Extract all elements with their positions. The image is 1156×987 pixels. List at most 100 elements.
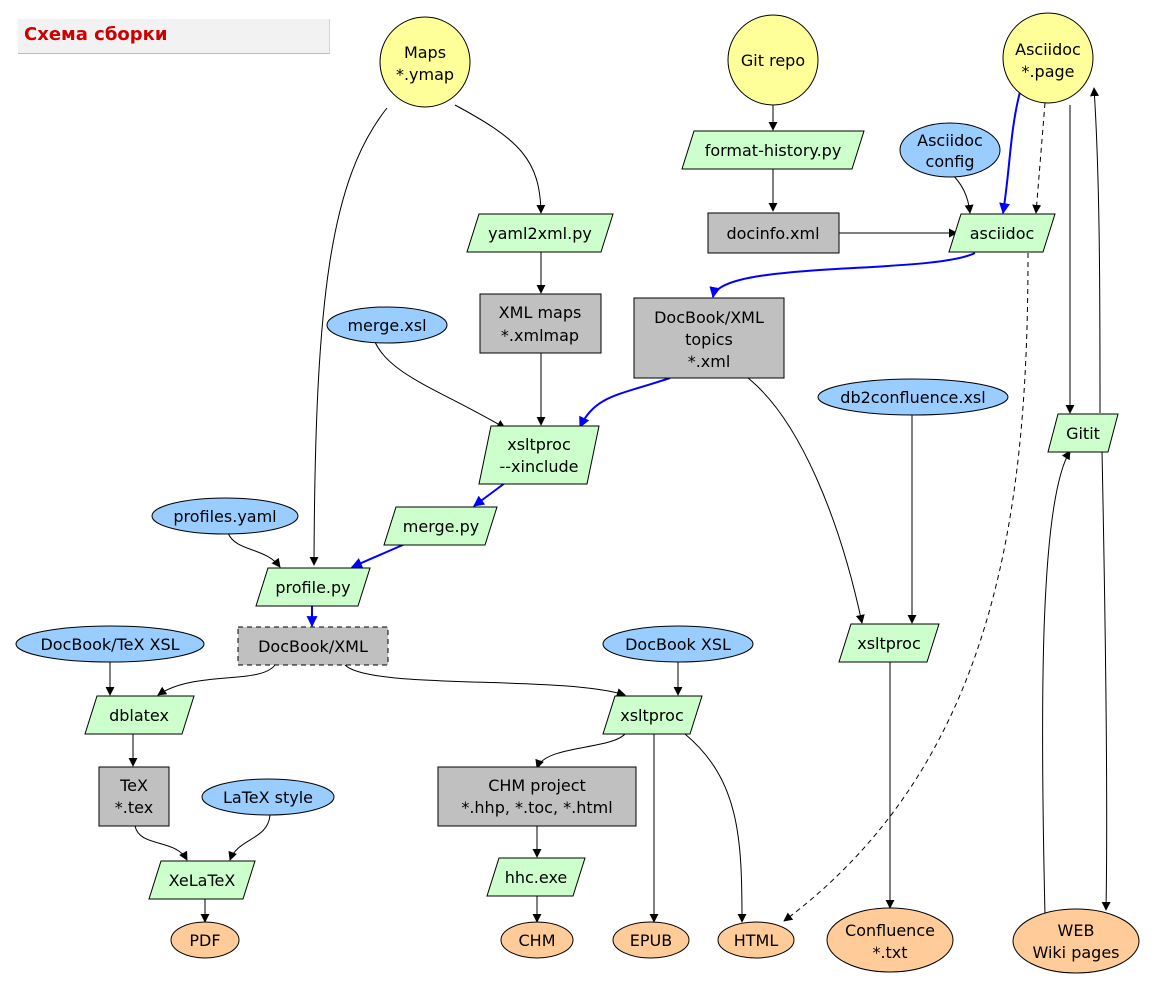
node-xsltproc-html-label: xsltproc [620,706,684,725]
edge-mergexsl-xsltproc [374,341,506,429]
edge-profiles-profile [227,532,281,568]
node-chm-project-line1: CHM project [488,776,586,795]
svg-text:DocBook XSL: DocBook XSL [625,635,731,654]
edge-maps-yaml2xml [454,104,546,214]
node-confluence-line1: Confluence [845,921,935,940]
node-docinfo-label: docinfo.xml [726,224,819,243]
node-asciidoc-page: Asciidoc *.page [1002,12,1094,104]
node-xsltproc-xinclude-line1: xsltproc [507,435,571,454]
node-xml-maps-line2: *.xmlmap [501,326,579,345]
edge-asciidoc-docbook [709,252,976,299]
node-xml-maps-line1: XML maps [499,303,582,322]
node-chm-label: CHM [518,931,555,950]
svg-text:profiles.yaml: profiles.yaml [173,507,276,526]
node-profiles-yaml-label: profiles.yaml [173,507,276,526]
node-tex-line2: *.tex [115,798,153,817]
node-docinfo: docinfo.xml [707,212,840,254]
svg-text:DocBook/TeX XSL: DocBook/TeX XSL [40,635,179,654]
svg-text:--xinclude: --xinclude [500,457,579,476]
node-format-history-label: format-history.py [705,141,842,160]
svg-text:yaml2xml.py: yaml2xml.py [488,224,592,243]
svg-text:xsltproc: xsltproc [857,634,921,653]
node-docbook-tex-xsl-label: DocBook/TeX XSL [40,635,179,654]
node-asciidoc-page-line2: *.page [1021,62,1074,81]
edge-asciidoc-html [783,252,1029,922]
svg-text:format-history.py: format-history.py [705,141,842,160]
node-web: WEB Wiki pages [1012,908,1140,974]
node-html-label: HTML [734,931,779,950]
node-format-history: format-history.py [681,130,865,170]
svg-text:EPUB: EPUB [630,931,672,950]
node-xelatex-label: XeLaTeX [169,871,236,890]
node-hhc-label: hhc.exe [505,868,568,887]
node-git-repo-label: Git repo [741,51,805,70]
node-merge-py: merge.py [383,506,498,546]
svg-text:*.tex: *.tex [115,798,153,817]
svg-text:DocBook/XML: DocBook/XML [654,308,764,327]
node-dblatex-label: dblatex [109,706,169,725]
node-merge-xsl-label: merge.xsl [347,316,426,335]
node-docbook-tex-xsl: DocBook/TeX XSL [15,625,205,663]
node-gitit: Gitit [1047,413,1119,453]
svg-text:Confluence: Confluence [845,921,935,940]
edge-docbook-xsltproc [579,377,671,428]
node-db2confluence: db2confluence.xsl [817,378,1009,416]
node-maps: Maps *.ymap [379,16,471,108]
edge-gitit-page [1090,87,1101,414]
svg-text:*.txt: *.txt [872,943,907,962]
node-html: HTML [717,921,795,959]
svg-text:DocBook/XML: DocBook/XML [258,637,368,656]
edge-latexstyle-xelatex [228,814,271,861]
edge-page-asciidoc-dashed [1032,102,1046,214]
edge-gitit-web [1101,450,1111,911]
svg-text:db2confluence.xsl: db2confluence.xsl [840,388,985,407]
node-xml-maps: XML maps *.xmlmap [479,293,602,354]
svg-text:LaTeX style: LaTeX style [223,788,313,807]
svg-text:merge.py: merge.py [403,517,479,536]
edge-config-asciidoc [952,174,974,214]
edge-mergepy-profile [350,543,406,569]
node-asciidoc-config-line1: Asciidoc [917,131,983,150]
node-maps-line2: *.ymap [396,65,454,84]
svg-text:XeLaTeX: XeLaTeX [169,871,236,890]
node-asciidoc-page-line1: Asciidoc [1015,40,1081,59]
node-xsltproc-html: xsltproc [602,695,703,735]
node-latex-style: LaTeX style [201,778,335,816]
node-maps-line1: Maps [404,43,446,62]
edge-docbookxml-xsltproc [344,664,626,697]
svg-text:Asciidoc: Asciidoc [1015,40,1081,59]
node-yaml2xml: yaml2xml.py [466,213,614,253]
node-confluence: Confluence *.txt [826,907,954,973]
node-web-line1: WEB [1058,921,1095,940]
edge-maps-profile [309,107,388,566]
node-docbook-xsl: DocBook XSL [602,625,754,663]
node-pdf: PDF [170,921,240,959]
node-gitit-label: Gitit [1066,424,1100,443]
svg-text:Maps: Maps [404,43,446,62]
node-profile-py-label: profile.py [275,578,350,597]
node-profile-py: profile.py [255,567,371,607]
svg-text:Gitit: Gitit [1066,424,1100,443]
svg-text:profile.py: profile.py [275,578,350,597]
node-xsltproc-confluence: xsltproc [838,623,940,663]
node-merge-py-label: merge.py [403,517,479,536]
node-chm: CHM [500,921,574,959]
edge-web-gitit [1042,450,1071,916]
edge-page-asciidoc [999,91,1021,215]
node-tex-line1: TeX [119,776,148,795]
title-bar: Схема сборки [18,19,330,54]
svg-text:asciidoc: asciidoc [970,224,1035,243]
svg-text:hhc.exe: hhc.exe [505,868,568,887]
node-profiles-yaml: profiles.yaml [151,497,299,535]
svg-text:xsltproc: xsltproc [507,435,571,454]
node-xsltproc-xinclude: xsltproc --xinclude [478,425,600,485]
svg-text:WEB: WEB [1058,921,1095,940]
svg-text:CHM project: CHM project [488,776,586,795]
node-pdf-label: PDF [189,931,220,950]
edge-docbook-confluence [747,377,865,624]
node-confluence-line2: *.txt [872,943,907,962]
node-db2confluence-label: db2confluence.xsl [840,388,985,407]
svg-text:Wiki pages: Wiki pages [1032,943,1119,962]
svg-text:Asciidoc: Asciidoc [917,131,983,150]
